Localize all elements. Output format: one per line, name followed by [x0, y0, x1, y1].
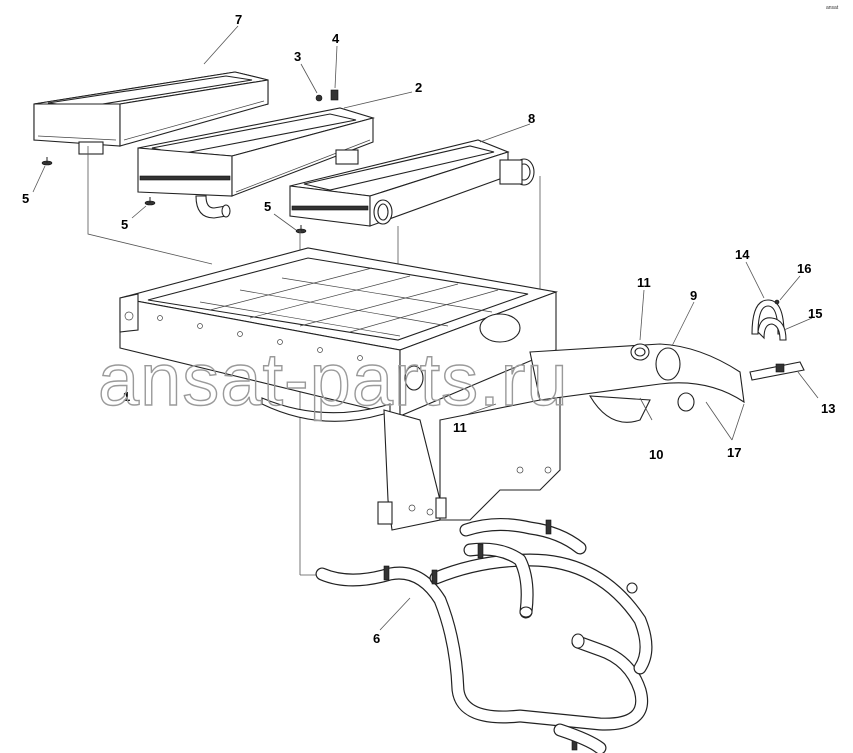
- callout-labels: 7 3 4 2 8 5 5 5 14 16 15 11 9 1 11 10 17…: [22, 12, 835, 646]
- support-bracket: [377, 395, 561, 531]
- callout-4: 4: [332, 31, 340, 46]
- radiator-2: [137, 107, 375, 219]
- hose-6: [315, 517, 653, 753]
- callout-5a: 5: [22, 191, 29, 206]
- callout-5b: 5: [121, 217, 128, 232]
- callout-2: 2: [415, 80, 422, 95]
- callout-9: 9: [690, 288, 697, 303]
- callout-14: 14: [735, 247, 750, 262]
- small-fittings: [41, 89, 339, 234]
- callout-17: 17: [727, 445, 741, 460]
- callout-11b: 11: [453, 420, 467, 435]
- callout-6: 6: [373, 631, 380, 646]
- watermark: ansat-parts.ru: [98, 338, 569, 421]
- callout-15: 15: [808, 306, 822, 321]
- callout-11a: 11: [637, 275, 651, 290]
- corner-mark: ansat: [826, 5, 839, 11]
- clamp-set: [749, 299, 805, 381]
- callout-16: 16: [797, 261, 811, 276]
- callout-5c: 5: [264, 199, 271, 214]
- callout-1: 1: [123, 389, 130, 404]
- callout-13: 13: [821, 401, 835, 416]
- callout-10: 10: [649, 447, 663, 462]
- callout-7: 7: [235, 12, 242, 27]
- radiator-8: [289, 139, 535, 227]
- radiator-7: [33, 71, 269, 155]
- callout-3: 3: [294, 49, 301, 64]
- charge-pipe-10: [529, 343, 745, 423]
- leader-lines: [32, 25, 819, 631]
- frame-1: [119, 247, 559, 422]
- callout-8: 8: [528, 111, 535, 126]
